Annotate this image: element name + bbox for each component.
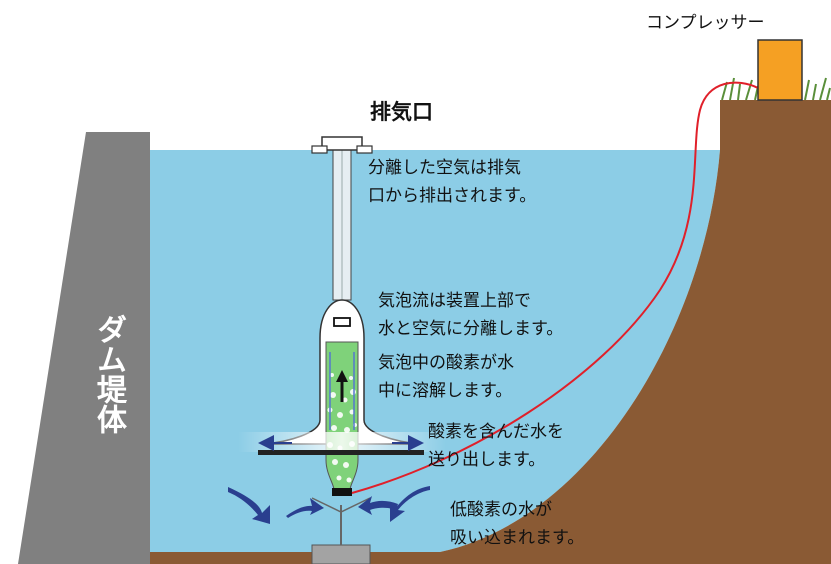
send-out-note-line2: 送り出します。	[428, 450, 546, 470]
diffuser-plate	[258, 450, 424, 455]
air-diffuser	[332, 488, 352, 496]
separation-note-line2: 水と空気に分離します。	[378, 319, 564, 339]
intake-arrows	[228, 486, 430, 524]
air-hose	[351, 81, 759, 494]
compressor-label: コンプレッサー	[646, 13, 765, 33]
dissolve-note-line2: 中に溶解します。	[378, 381, 513, 401]
compressor-box	[757, 39, 803, 101]
anchor-base	[311, 544, 371, 564]
send-out-note-line1: 酸素を含んだ水を	[428, 422, 564, 442]
separation-note-line1: 気泡流は装置上部で	[378, 291, 531, 311]
grass	[721, 77, 831, 101]
dissolve-note-line1: 気泡中の酸素が水	[378, 353, 514, 373]
intake-note-line2: 吸い込まれます。	[450, 528, 585, 548]
exhaust-note-line1: 分離した空気は排気	[368, 158, 521, 178]
dam-body	[18, 132, 150, 564]
exhaust-note-line2: 口から排出されます。	[368, 186, 537, 206]
intake-note-line1: 低酸素の水が	[450, 500, 552, 520]
exhaust-port-label: 排気口	[370, 100, 433, 124]
dam-body-label: ダム堤体	[91, 314, 126, 434]
hillside-ground	[150, 100, 831, 564]
